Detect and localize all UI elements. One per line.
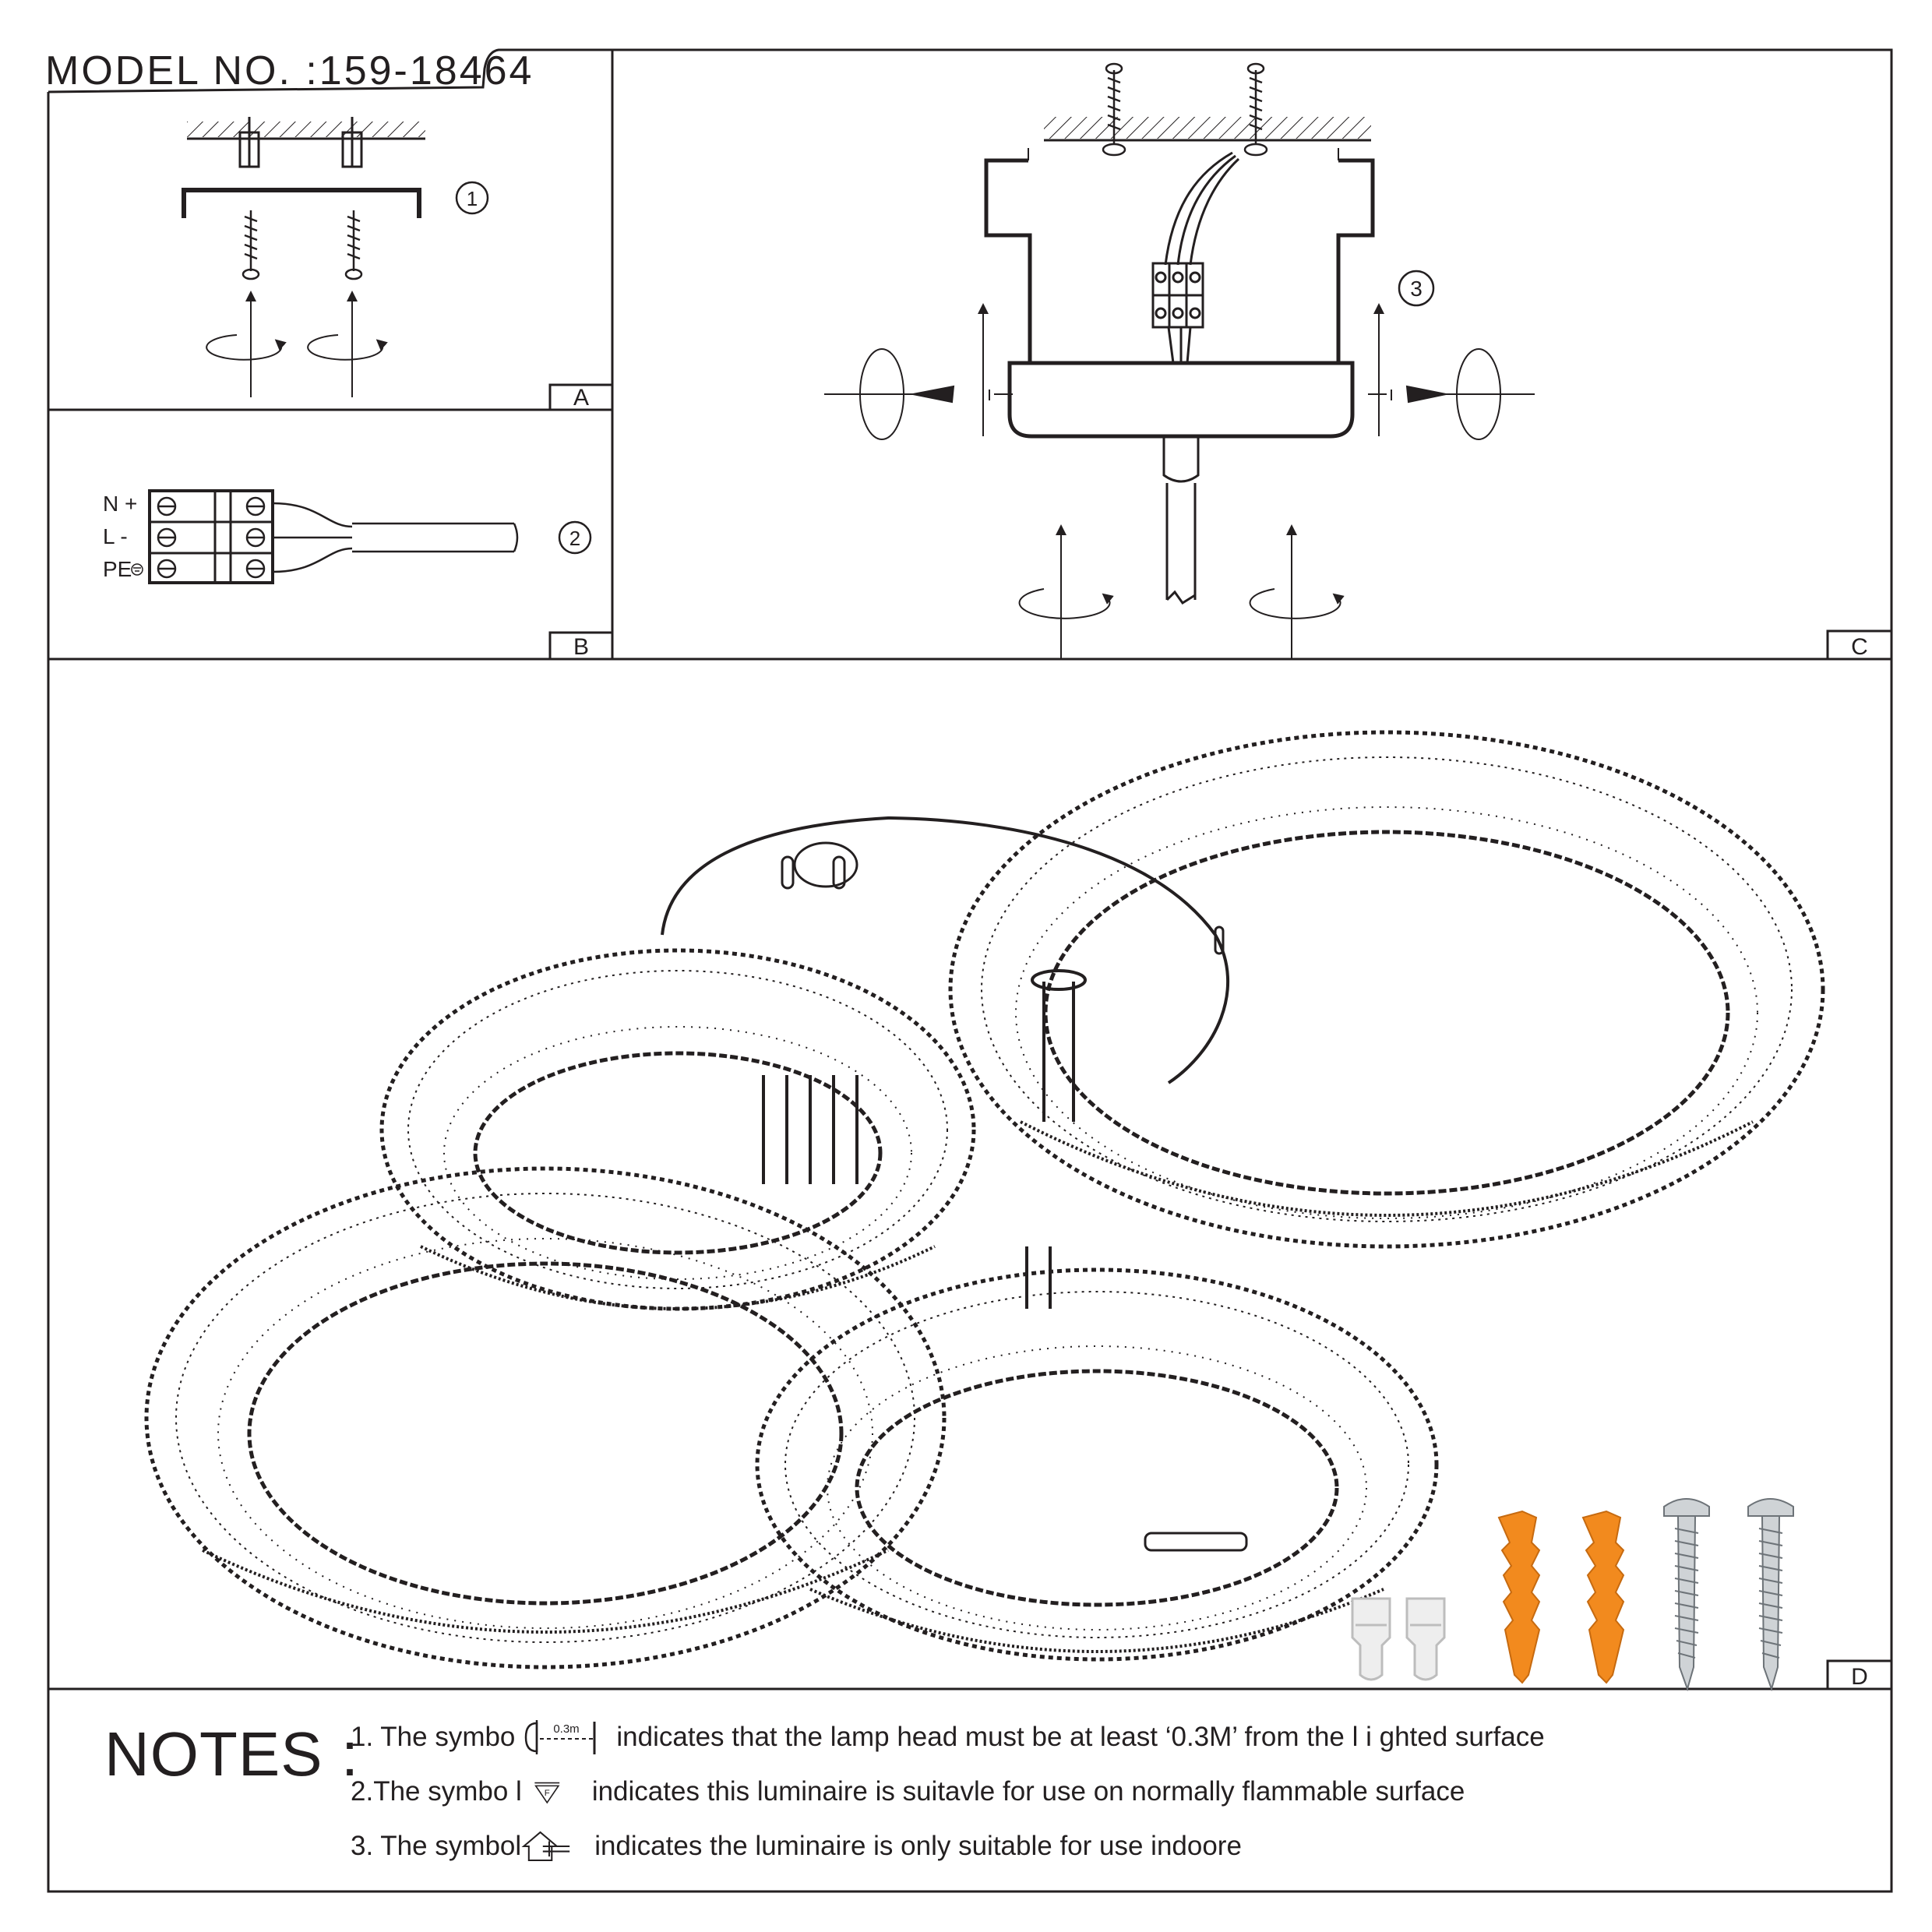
step-number-3: 3: [1410, 277, 1423, 301]
panel-d: [144, 730, 1893, 1692]
ring-top-right: [948, 730, 1825, 1249]
screw-icon: [1663, 1498, 1794, 1692]
step-number-1: 1: [467, 187, 478, 210]
note-item-3: 3. The symbol indicates the luminaire is…: [351, 1826, 1242, 1867]
terminal-label-n: N +: [103, 492, 137, 516]
rotate-arrow-icon: [206, 291, 388, 397]
support-arms: [762, 969, 1087, 1309]
panel-letter-c: C: [1851, 634, 1868, 660]
distance-symbol-icon: 0.3m: [525, 1720, 596, 1754]
distance-symbol-label: 0.3m: [554, 1722, 580, 1736]
model-number: MODEL NO. :159-18464: [45, 48, 534, 93]
cable: [272, 502, 519, 573]
lamp-stem: [1162, 436, 1200, 605]
step-circle-3: [1398, 270, 1435, 307]
terminal-label-l: L -: [103, 524, 128, 548]
terminal-block: [1151, 262, 1204, 329]
note-prefix: 3. The symbol: [351, 1831, 522, 1861]
terminal-block: [148, 489, 274, 584]
wire-connector-icon: [1351, 1597, 1446, 1681]
ring-bottom-left: [144, 1166, 947, 1669]
outer-frame: [47, 48, 1893, 1893]
panel-letter-d: D: [1851, 1664, 1868, 1690]
ring-top-left: [379, 948, 976, 1311]
flammable-surface-icon: F: [534, 1782, 560, 1804]
flammable-symbol-label: F: [545, 1789, 550, 1798]
side-screw-icon: [989, 390, 1392, 400]
note-prefix: 1. The symbo: [351, 1722, 516, 1752]
note-text: indicates this luminaire is suitavle for…: [591, 1776, 1465, 1807]
screw-icon: [1102, 62, 1268, 157]
panel-letter-a: A: [573, 385, 589, 411]
step-circle-2: [558, 520, 592, 555]
step-number-2: 2: [569, 527, 580, 550]
panel-a: [182, 117, 614, 411]
ring-bottom-right: [755, 1267, 1439, 1662]
note-item-1: 1. The symbo 0.3m indicates that the lam…: [351, 1717, 1545, 1757]
indoor-house-icon: [521, 1831, 570, 1862]
wall-plug-icon: [238, 117, 363, 168]
wire-bundle: [1164, 151, 1240, 364]
note-prefix: 2.The symbo l: [351, 1776, 522, 1807]
notes-title: NOTES :: [104, 1719, 360, 1789]
panel-b: [148, 489, 614, 661]
note-item-2: 2.The symbo l F indicates this luminaire…: [351, 1772, 1465, 1812]
rotate-arrow-icon: [824, 303, 1535, 659]
panel-c: [824, 62, 1893, 661]
mounting-bracket: [182, 188, 421, 218]
wall-anchor-icon: [1497, 1510, 1625, 1684]
screw-icon: [242, 210, 363, 280]
terminal-label-pe: PE: [103, 557, 132, 581]
step-circle-1: [455, 181, 489, 215]
earth-icon: [131, 563, 143, 576]
notes-section: NOTES : 1. The symbo 0.3m indicates that…: [47, 1689, 1891, 1895]
canopy-base: [1007, 361, 1355, 439]
panel-letter-b: B: [573, 634, 589, 660]
canopy-disc: [661, 816, 1229, 1084]
note-text: indicates that the lamp head must be at …: [616, 1722, 1545, 1752]
canopy-bracket: [984, 158, 1375, 365]
note-text: indicates the luminaire is only suitable…: [594, 1831, 1242, 1861]
